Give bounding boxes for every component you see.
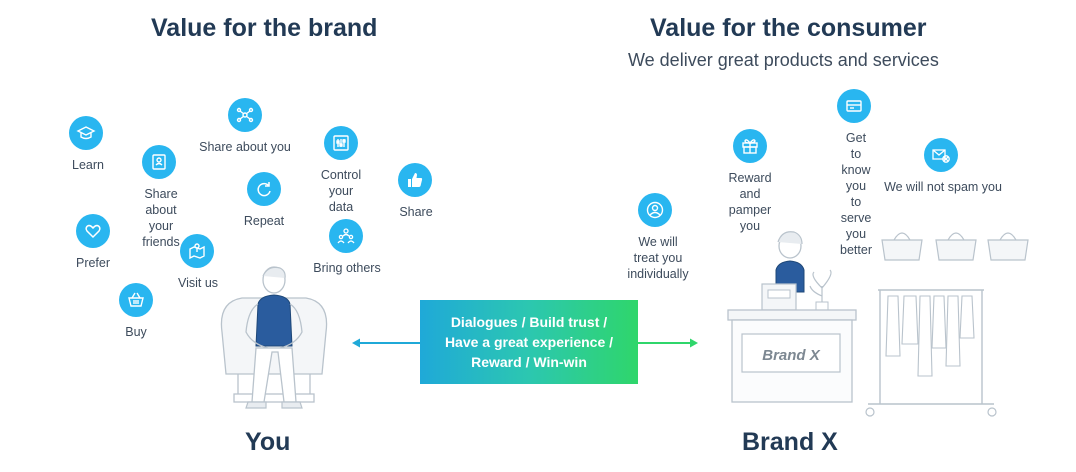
share-friends-label: Share about your friends xyxy=(142,187,180,249)
repeat-label: Repeat xyxy=(243,214,285,228)
visit-us-label: Visit us xyxy=(177,276,219,290)
consumer-value-subtitle: We deliver great products and services xyxy=(628,50,939,70)
treat-individually-label: We will treat you individually xyxy=(627,235,689,281)
right-arrow xyxy=(638,338,698,348)
brand-x-label: Brand X xyxy=(742,428,838,456)
share-about-you-label: Share about you xyxy=(199,140,291,154)
brand-value-title: Value for the brand xyxy=(151,14,378,42)
id-card-icon xyxy=(837,89,871,123)
thumbs-up-icon xyxy=(398,163,432,197)
value-exchange-line-1: Dialogues / Build trust / xyxy=(450,314,608,330)
counter-sign: Brand X xyxy=(762,347,821,364)
store-illustration: Brand X xyxy=(727,231,1029,417)
map-pin-icon xyxy=(180,234,214,268)
consumer-illustration xyxy=(220,266,328,409)
no-spam-label: We will not spam you xyxy=(884,180,1002,194)
you-label: You xyxy=(245,428,291,456)
graduation-cap-icon xyxy=(69,116,103,150)
value-exchange-line-2: Have a great experience / xyxy=(444,334,614,350)
consumer-value-title: Value for the consumer xyxy=(650,14,927,42)
handbag-icons xyxy=(881,232,1029,261)
get-to-know-label: Get to know you to serve you better xyxy=(840,131,872,257)
learn-label: Learn xyxy=(72,158,104,172)
buy-label: Buy xyxy=(125,325,147,339)
contact-card-icon xyxy=(142,145,176,179)
no-spam-mail-icon xyxy=(924,138,958,172)
reward-label: Reward and pamper you xyxy=(728,171,772,233)
people-icon xyxy=(329,219,363,253)
shopping-basket-icon xyxy=(119,283,153,317)
connector-arrows xyxy=(352,338,698,348)
share-label: Share xyxy=(399,205,433,219)
value-exchange-line-3: Reward / Win-win xyxy=(471,354,587,370)
left-arrow xyxy=(352,338,422,348)
sliders-icon xyxy=(324,126,358,160)
gift-icon xyxy=(733,129,767,163)
bring-others-label: Bring others xyxy=(313,261,381,275)
prefer-label: Prefer xyxy=(75,256,111,270)
heart-icon xyxy=(76,214,110,248)
refresh-icon xyxy=(247,172,281,206)
value-exchange-box: Dialogues / Build trust / Have a great e… xyxy=(420,300,638,384)
control-data-label: Control your data xyxy=(320,168,362,214)
share-network-icon xyxy=(228,98,262,132)
user-icon xyxy=(638,193,672,227)
